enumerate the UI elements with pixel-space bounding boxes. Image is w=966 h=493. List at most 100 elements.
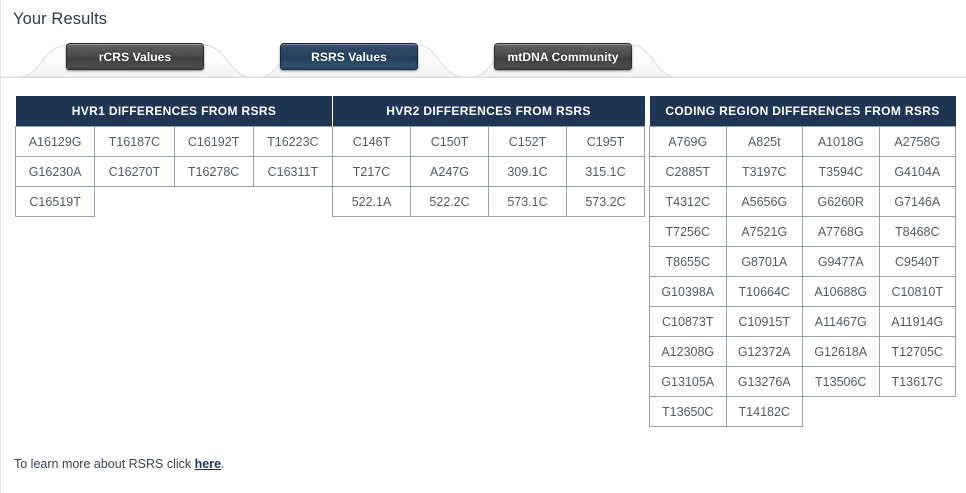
table-cell-mutation: A12308G <box>649 336 727 367</box>
table-coding-region-title: CODING REGION DIFFERENCES FROM RSRS <box>649 96 956 127</box>
table-cell-mutation: T14182C <box>725 396 803 427</box>
table-coding-region-differences: CODING REGION DIFFERENCES FROM RSRS A769… <box>649 96 956 427</box>
table-cell-mutation: 315.1C <box>566 156 645 187</box>
table-cell-empty <box>803 397 880 427</box>
table-cell-mutation: A10688G <box>802 276 880 307</box>
table-cell-mutation: A11467G <box>802 306 880 337</box>
table-cell-mutation: A16129G <box>14 126 96 157</box>
table-cell-mutation: C152T <box>488 126 567 157</box>
table-cell-mutation: G13105A <box>649 366 727 397</box>
table-cell-mutation: G8701A <box>725 246 803 277</box>
table-cell-mutation: C16519T <box>14 186 96 217</box>
table-cell-mutation: T16278C <box>173 156 254 187</box>
table-cell-mutation: A5656G <box>725 186 803 217</box>
table-cell-mutation: C9540T <box>878 246 956 277</box>
table-cell-mutation: A7768G <box>802 216 880 247</box>
table-cell-mutation: G6260R <box>802 186 880 217</box>
table-cell-mutation: G9477A <box>802 246 880 277</box>
tab-rsrs-values[interactable]: RSRS Values <box>280 43 418 70</box>
table-hvr2-title: HVR2 DIFFERENCES FROM RSRS <box>332 96 645 127</box>
table-cell-mutation: T3197C <box>725 156 803 187</box>
table-header-row: CODING REGION DIFFERENCES FROM RSRS <box>649 96 956 127</box>
table-cell-mutation: 309.1C <box>488 156 567 187</box>
table-cell-mutation: C10915T <box>725 306 803 337</box>
table-cell-mutation: C146T <box>332 126 411 157</box>
tab-strip: rCRS Values RSRS Values mtDNA Community <box>1 38 966 78</box>
table-cell-mutation: G13276A <box>725 366 803 397</box>
table-cell-mutation: A825t <box>725 126 803 157</box>
table-cell-mutation: C195T <box>566 126 645 157</box>
table-coding-region-head: CODING REGION DIFFERENCES FROM RSRS <box>649 96 956 127</box>
table-cell-empty <box>95 187 174 217</box>
tab-rcrs-values-label: rCRS Values <box>98 50 172 64</box>
table-cell-mutation: T10664C <box>725 276 803 307</box>
table-cell-mutation: 522.2C <box>410 186 489 217</box>
table-cell-mutation: G16230A <box>14 156 96 187</box>
table-cell-mutation: C150T <box>410 126 489 157</box>
table-cell-mutation: T16187C <box>94 126 175 157</box>
table-hvr1-title: HVR1 DIFFERENCES FROM RSRS <box>15 96 333 127</box>
table-cell-mutation: T3594C <box>802 156 880 187</box>
table-cell-mutation: A11914G <box>878 306 956 337</box>
tab-mtdna-community[interactable]: mtDNA Community <box>494 43 632 70</box>
tab-mtdna-community-label: mtDNA Community <box>507 50 619 64</box>
footer-note: To learn more about RSRS click here. <box>14 457 225 471</box>
table-cell-empty <box>253 187 332 217</box>
table-cell-mutation: T16223C <box>252 126 334 157</box>
table-cell-mutation: 573.2C <box>566 186 645 217</box>
table-cell-mutation: A769G <box>649 126 727 157</box>
table-row: C16519T <box>14 186 333 217</box>
table-cell-mutation: T13617C <box>878 366 956 397</box>
table-cell-mutation: G7146A <box>878 186 956 217</box>
table-cell-mutation: T8468C <box>878 216 956 247</box>
table-cell-mutation: C16192T <box>173 126 254 157</box>
page-title: Your Results <box>13 10 108 28</box>
table-cell-mutation: A247G <box>410 156 489 187</box>
table-cell-mutation: C10873T <box>649 306 727 337</box>
table-cell-mutation: C16311T <box>252 156 334 187</box>
table-hvr2-head: HVR2 DIFFERENCES FROM RSRS <box>332 96 645 127</box>
table-cell-mutation: 522.1A <box>332 186 411 217</box>
table-hvr1-head: HVR1 DIFFERENCES FROM RSRS <box>15 96 333 127</box>
tab-rsrs-values-label: RSRS Values <box>311 50 387 64</box>
table-cell-mutation: T217C <box>332 156 411 187</box>
table-cell-mutation: T4312C <box>649 186 727 217</box>
table-cell-mutation: G12372A <box>725 336 803 367</box>
table-cell-mutation: 573.1C <box>488 186 567 217</box>
table-cell-empty <box>174 187 253 217</box>
table-cell-mutation: T13506C <box>802 366 880 397</box>
table-cell-mutation: C10810T <box>878 276 956 307</box>
table-cell-mutation: T8655C <box>649 246 727 277</box>
rsrs-learn-more-link[interactable]: here <box>194 457 222 471</box>
table-cell-mutation: A2758G <box>878 126 956 157</box>
table-header-row: HVR2 DIFFERENCES FROM RSRS <box>332 96 645 127</box>
footer-note-text-after: . <box>221 457 225 471</box>
table-cell-mutation: G12618A <box>802 336 880 367</box>
table-cell-mutation: T12705C <box>878 336 956 367</box>
tab-rcrs-values[interactable]: rCRS Values <box>66 43 204 70</box>
table-header-row: HVR1 DIFFERENCES FROM RSRS <box>15 96 333 127</box>
table-cell-mutation: G4104A <box>878 156 956 187</box>
table-cell-empty <box>879 397 956 427</box>
table-cell-mutation: C2885T <box>649 156 727 187</box>
